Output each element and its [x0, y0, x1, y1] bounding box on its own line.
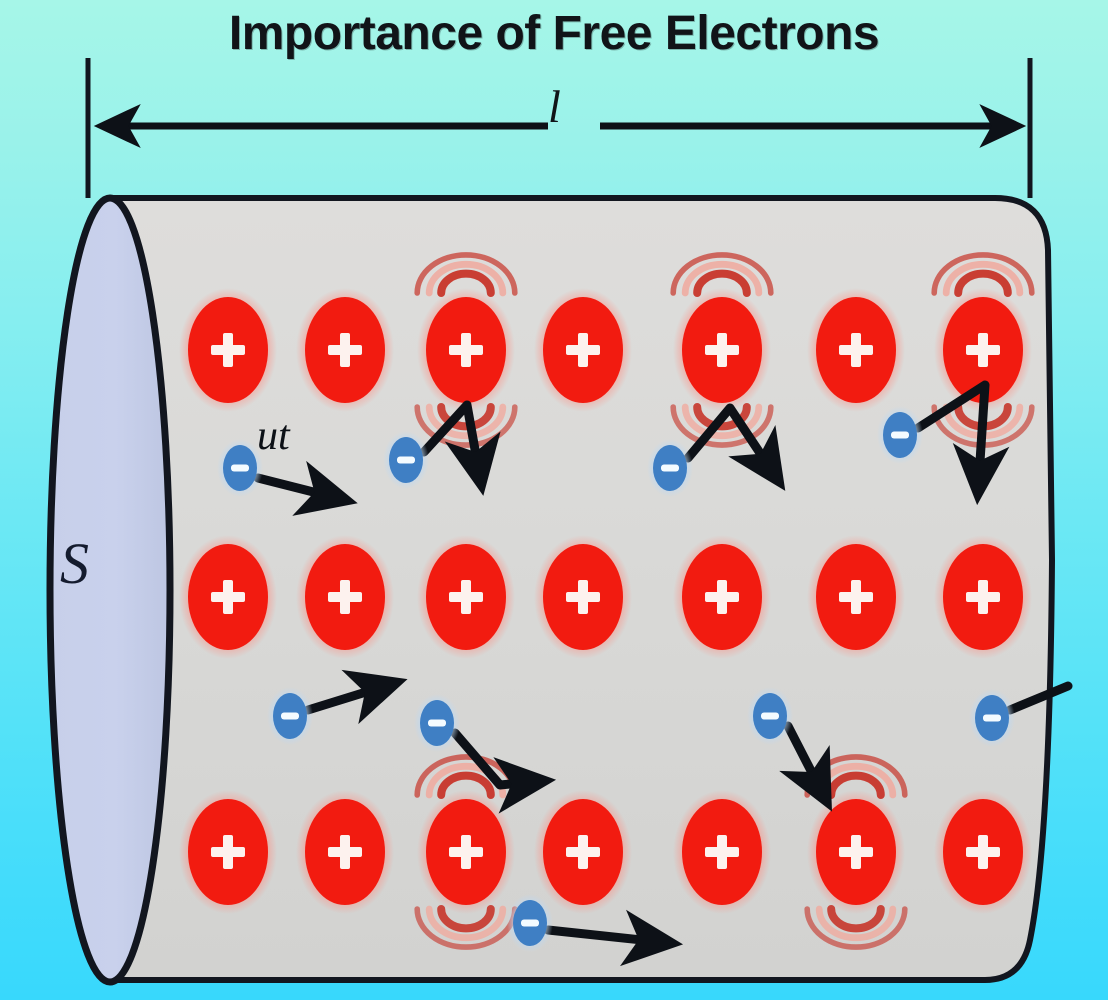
ion-plus-icon	[223, 580, 233, 614]
lattice-ion	[807, 288, 905, 412]
ion-plus-icon	[978, 835, 988, 869]
lattice-ion	[670, 252, 774, 448]
vibration-arcs	[670, 252, 774, 448]
ion-plus-icon	[717, 580, 727, 614]
electron-path	[303, 669, 408, 725]
free-electron	[647, 439, 693, 497]
length-label: l	[548, 81, 561, 132]
ion-plus-icon	[340, 333, 350, 367]
electron-minus-icon	[428, 719, 446, 727]
lattice-ion	[296, 288, 394, 412]
vibration-arcs	[931, 252, 1035, 448]
free-electron	[969, 689, 1015, 747]
free-electron-layer	[217, 406, 1015, 952]
ion-plus-icon	[461, 835, 471, 869]
free-electron	[267, 687, 313, 745]
electron-path	[913, 380, 1010, 506]
electron-path	[779, 721, 832, 812]
electron-minus-icon	[983, 714, 1001, 722]
lattice-ion	[931, 252, 1035, 448]
ion-plus-icon	[461, 333, 471, 367]
free-electron	[877, 406, 923, 464]
lattice-ion	[179, 535, 277, 659]
electron-minus-icon	[231, 464, 249, 472]
ion-plus-icon	[340, 580, 350, 614]
electron-path	[450, 728, 557, 814]
lattice-ion	[673, 535, 771, 659]
electron-minus-icon	[891, 431, 909, 439]
electron-minus-icon	[281, 712, 299, 720]
electron-minus-icon	[661, 464, 679, 472]
ion-plus-icon	[717, 333, 727, 367]
lattice-ion	[534, 288, 632, 412]
lattice-ion	[804, 754, 908, 950]
lattice-ion	[296, 790, 394, 914]
free-electron	[217, 439, 263, 497]
conductor-cross-section	[46, 194, 174, 986]
free-electron	[747, 687, 793, 745]
lattice-ion	[534, 535, 632, 659]
ion-plus-icon	[578, 835, 588, 869]
electron-minus-icon	[521, 919, 539, 927]
lattice-ion	[673, 790, 771, 914]
lattice-ion	[417, 535, 515, 659]
lattice-ion	[179, 288, 277, 412]
ion-lattice	[179, 252, 1035, 950]
ion-plus-icon	[717, 835, 727, 869]
electron-path	[419, 400, 501, 496]
ion-plus-icon	[223, 835, 233, 869]
drift-distance-label: ut	[257, 413, 290, 459]
electron-path	[253, 460, 358, 516]
lattice-ion	[179, 790, 277, 914]
electron-path	[543, 909, 684, 967]
ion-plus-icon	[461, 580, 471, 614]
electron-minus-icon	[397, 456, 415, 464]
ion-plus-icon	[578, 580, 588, 614]
ion-plus-icon	[978, 580, 988, 614]
ion-plus-icon	[978, 333, 988, 367]
lattice-ion	[934, 535, 1032, 659]
ion-plus-icon	[851, 333, 861, 367]
ion-plus-icon	[851, 835, 861, 869]
ion-plus-icon	[340, 835, 350, 869]
page-title: Importance of Free Electrons	[228, 7, 880, 60]
length-dimension	[85, 58, 1033, 198]
electron-path	[1005, 681, 1073, 715]
free-electron	[507, 894, 553, 952]
lattice-ion	[534, 790, 632, 914]
ion-plus-icon	[223, 333, 233, 367]
free-electron	[414, 694, 460, 752]
lattice-ion	[414, 754, 518, 950]
free-electron	[383, 431, 429, 489]
lattice-ion	[807, 535, 905, 659]
electron-path-layer	[253, 380, 1073, 967]
electron-path	[683, 403, 786, 491]
cross-section-area-label: S	[60, 531, 89, 596]
lattice-ion	[934, 790, 1032, 914]
ion-plus-icon	[578, 333, 588, 367]
lattice-ion	[414, 252, 518, 448]
electron-minus-icon	[761, 712, 779, 720]
ion-plus-icon	[851, 580, 861, 614]
lattice-ion	[296, 535, 394, 659]
